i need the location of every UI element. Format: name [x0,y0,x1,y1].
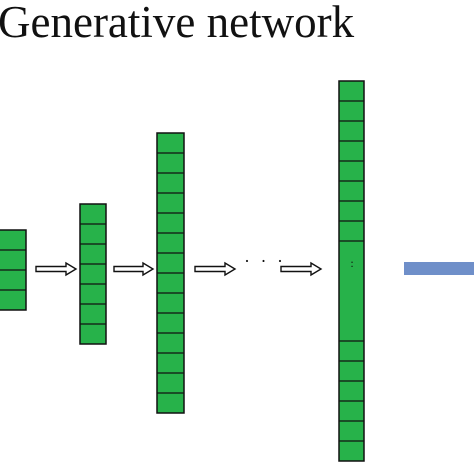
output-bar [404,262,474,275]
arrow-right-icon [194,261,237,277]
arrow-right-icon [280,261,323,277]
arrow-right-icon [113,261,155,277]
layer-column-body [338,80,365,462]
horizontal-ellipsis: · · · [244,251,286,271]
layer-column-2 [79,203,107,345]
vertical-ellipsis: : [350,256,354,270]
arrow-right-icon [35,261,78,277]
diagram-title: Generative network [0,0,355,47]
layer-column-1 [0,229,27,311]
layer-column-4 [338,80,365,462]
layer-column-body [79,203,107,345]
layer-column-3 [156,132,185,414]
